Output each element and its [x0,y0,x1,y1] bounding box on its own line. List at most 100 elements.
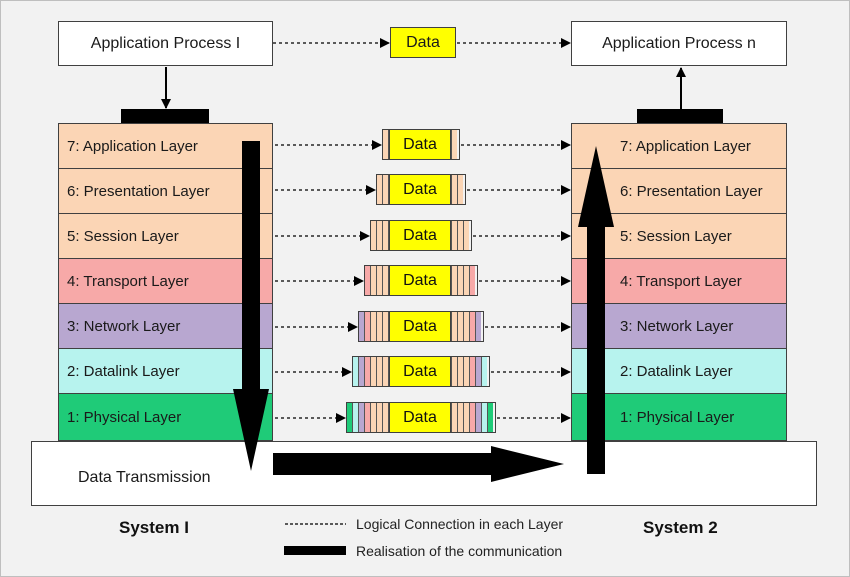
packet-trailer-segment [463,221,469,250]
packet-trailer-segment [457,357,463,386]
packet-trailer-segment [475,357,481,386]
transmission-thick-arrow [273,446,564,482]
application-process-left-label: Application Process I [90,34,241,52]
packet-trailer-segment [451,403,457,432]
legend-dashed-text: Logical Connection in each Layer [356,516,564,532]
packet-trailer-segment [451,357,457,386]
packet-trailer-segment [463,403,469,432]
packet-header-segment [365,403,371,432]
right-layer-network: 3: Network Layer [571,303,787,349]
top-data-label: Data [406,33,440,51]
system-left-caption: System I [119,518,189,537]
packet-data-label: Data [389,312,451,341]
packet-data-label: Data [389,266,451,295]
packet-trailer-segment [463,266,469,295]
packet-header-segment [383,266,389,295]
layer-connectors [275,140,571,423]
packet-layer-7: Data [382,129,460,160]
packet-trailer-segment [469,312,475,341]
application-process-right: Application Process n [571,21,787,66]
packet-header-segment [377,175,383,204]
top-data-box: Data [390,27,456,58]
packet-trailer-segment [457,403,463,432]
packet-trailer-segment [451,266,457,295]
packet-layer-2: Data [352,356,490,387]
packet-header-segment [383,130,389,159]
packet-layer-3: Data [358,311,484,342]
left-layer-physical-label: 1: Physical Layer [67,408,182,426]
right-thick-up-arrow [578,146,614,474]
packet-trailer-segment [475,312,481,341]
right-layer-application: 7: Application Layer [571,123,787,169]
left-layer-presentation: 6: Presentation Layer [58,168,273,214]
packet-header-segment [365,312,371,341]
packet-header-segment [383,403,389,432]
packet-trailer-segment [457,266,463,295]
packet-trailer-segment [469,403,475,432]
packet-header-segment [377,266,383,295]
right-layer-transport-label: 4: Transport Layer [620,272,742,290]
packet-header-segment [377,312,383,341]
packet-trailer-segment [481,403,487,432]
left-layer-application: 7: Application Layer [58,123,273,169]
data-transmission-label: Data Transmission [78,469,211,486]
left-layer-network-label: 3: Network Layer [67,317,181,335]
packet-header-segment [383,175,389,204]
packet-layer-1: Data [346,402,496,433]
packet-data-label: Data [389,175,451,204]
packet-header-segment [371,403,377,432]
packet-trailer-segment [457,175,463,204]
left-layer-session: 5: Session Layer [58,213,273,259]
packet-trailer-segment [451,175,457,204]
packet-header-segment [371,221,377,250]
left-layer-transport: 4: Transport Layer [58,258,273,304]
application-process-left: Application Process I [58,21,273,66]
left-layer-datalink-label: 2: Datalink Layer [67,362,180,380]
packet-trailer-segment [451,221,457,250]
packet-header-segment [383,312,389,341]
left-layer-network: 3: Network Layer [58,303,273,349]
packet-header-segment [371,312,377,341]
packet-trailer-segment [475,403,481,432]
left-layer-application-label: 7: Application Layer [67,137,198,155]
application-process-right-label: Application Process n [602,34,756,52]
left-layer-physical: 1: Physical Layer [58,393,273,441]
packet-trailer-segment [451,130,457,159]
legend-solid-bar [284,546,346,555]
packet-trailer-segment [457,221,463,250]
packet-header-segment [359,357,365,386]
packet-trailer-segment [469,266,475,295]
right-layer-datalink-label: 2: Datalink Layer [620,362,733,380]
right-layer-physical-label: 1: Physical Layer [620,408,735,426]
packet-trailer-segment [487,403,493,432]
packet-header-segment [365,266,371,295]
packet-header-segment [359,403,365,432]
packet-trailer-segment [481,357,487,386]
left-layer-session-label: 5: Session Layer [67,227,179,245]
packet-header-segment [377,221,383,250]
system-right-caption: System 2 [643,518,718,537]
packet-trailer-segment [457,312,463,341]
legend-solid-text: Realisation of the communication [356,543,563,559]
data-transmission-box: Data Transmission [31,441,817,506]
left-layer-presentation-label: 6: Presentation Layer [67,182,210,200]
packet-data-label: Data [389,403,451,432]
packet-trailer-segment [469,357,475,386]
right-layer-network-label: 3: Network Layer [620,317,734,335]
left-connector-bar [121,109,209,123]
packet-header-segment [383,357,389,386]
right-layer-physical: 1: Physical Layer [571,393,787,441]
packet-data-label: Data [389,221,451,250]
right-layer-application-label: 7: Application Layer [620,137,751,155]
packet-header-segment [353,403,359,432]
packet-layer-6: Data [376,174,466,205]
packet-trailer-segment [463,357,469,386]
packet-layer-5: Data [370,220,472,251]
packet-trailer-segment [463,312,469,341]
right-layer-presentation-label: 6: Presentation Layer [620,182,763,200]
left-thick-down-arrow [233,141,269,471]
packet-layer-4: Data [364,265,478,296]
right-layer-session-label: 5: Session Layer [620,227,732,245]
